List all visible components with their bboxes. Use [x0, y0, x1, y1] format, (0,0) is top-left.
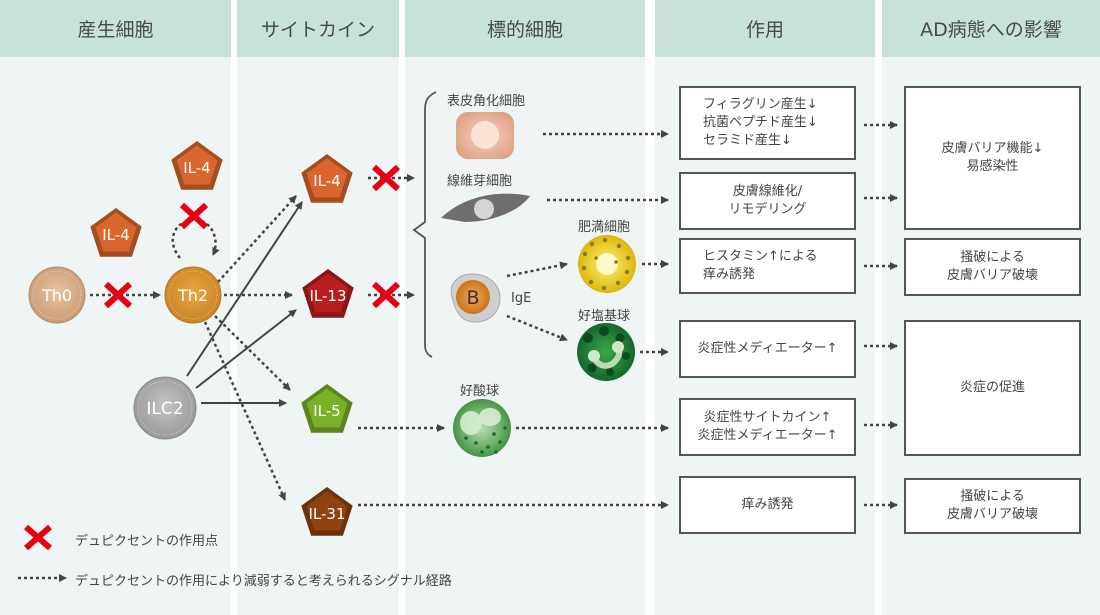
column-header: 作用 — [655, 0, 875, 57]
basophil-label: 好塩基球 — [578, 309, 631, 324]
legend-cross-label: デュピクセントの作用点 — [75, 534, 219, 549]
action-line: 痒み誘発 — [741, 497, 794, 512]
effect-box-barrier-function: 皮膚バリア機能↓ 易感染性 — [904, 86, 1081, 230]
action-line: 炎症性メディエーター↑ — [697, 341, 838, 356]
th2-label: Th2 — [177, 286, 208, 305]
fibroblast-label: 線維芽細胞 — [447, 174, 513, 189]
cytokine-label: IL-13 — [309, 287, 346, 305]
mast-cell — [578, 235, 636, 293]
column-header: 産生細胞 — [0, 0, 231, 57]
action-line: 皮膚線維化/ — [732, 184, 803, 199]
effect-box-inflammation: 炎症の促進 — [904, 320, 1081, 456]
eosinophil-cell — [453, 399, 511, 457]
cytokine-label: IL-31 — [308, 505, 345, 523]
th2-signal-arrows — [203, 195, 297, 501]
cytokine-target-arrows — [358, 174, 669, 509]
il13-cytokine-pentagon: IL-13 — [302, 269, 354, 318]
keratinocyte-cell — [456, 112, 514, 159]
effect-line: 皮膚バリア破壊 — [946, 507, 1038, 522]
target-brace — [412, 91, 437, 358]
cross-th0-th2 — [103, 281, 133, 309]
basophil-cell — [577, 323, 635, 381]
target-action-arrows — [506, 130, 669, 432]
column-header: サイトカイン — [237, 0, 399, 57]
action-line: 抗菌ペプチド産生↓ — [703, 115, 818, 130]
cross-il13-target — [371, 281, 401, 309]
th2-cell: Th2 — [164, 266, 222, 324]
action-effect-arrows — [864, 121, 898, 509]
ilc2-cell: ILC2 — [133, 376, 197, 440]
action-box-fibrosis: 皮膚線維化/ リモデリング — [679, 172, 856, 230]
action-line: 炎症性メディエーター↑ — [697, 428, 838, 443]
effect-line: 皮膚バリア破壊 — [946, 268, 1038, 283]
fibroblast-cell — [441, 193, 530, 222]
il5-cytokine-pentagon: IL-5 — [301, 384, 353, 433]
legend-dotted-label: デュピクセントの作用により減弱すると考えられるシグナル経路 — [75, 574, 452, 589]
eosinophil-label: 好酸球 — [460, 384, 500, 399]
column-header: AD病態への影響 — [882, 0, 1100, 57]
il4-th0-pentagon: IL-4 — [90, 208, 142, 257]
effect-line: 炎症の促進 — [959, 380, 1025, 395]
effect-box-scratch-barrier-2: 掻破による 皮膚バリア破壊 — [904, 478, 1081, 534]
ilc2-label: ILC2 — [146, 399, 183, 419]
cytokine-label: IL-5 — [313, 402, 340, 420]
action-line: 炎症性サイトカイン↑ — [703, 410, 832, 425]
cytokine-label: IL-4 — [313, 172, 340, 190]
effect-line: 易感染性 — [966, 159, 1019, 174]
effect-line: 皮膚バリア機能↓ — [941, 141, 1044, 156]
effect-line: 掻破による — [960, 489, 1025, 504]
action-box-itch: 痒み誘発 — [679, 476, 856, 534]
action-line: フィラグリン産生↓ — [703, 97, 818, 112]
cross-il4-autocrine — [179, 202, 209, 230]
action-box-barrier-production: フィラグリン産生↓ 抗菌ペプチド産生↓ セラミド産生↓ — [679, 86, 856, 160]
th0-cell: Th0 — [28, 266, 86, 324]
b-cell: B — [450, 273, 501, 323]
mast-cell-label: 肥満細胞 — [578, 220, 631, 235]
cross-il4-target — [371, 164, 401, 192]
action-line: 痒み誘発 — [703, 267, 756, 282]
il4-autocrine-pentagon: IL-4 — [171, 141, 223, 190]
keratinocyte-label: 表皮角化細胞 — [447, 94, 526, 109]
il4-cytokine-pentagon: IL-4 — [301, 154, 353, 203]
action-line: セラミド産生↓ — [703, 133, 792, 148]
action-box-inflammatory-cytokine: 炎症性サイトカイン↑ 炎症性メディエーター↑ — [679, 398, 856, 456]
column-header: 標的細胞 — [405, 0, 645, 57]
action-line: ヒスタミン↑による — [703, 249, 818, 264]
th0-label: Th0 — [41, 286, 72, 305]
cytokine-label: IL-4 — [183, 159, 210, 177]
action-line: リモデリング — [728, 202, 807, 217]
action-box-inflammatory-mediator: 炎症性メディエーター↑ — [679, 320, 856, 378]
legend-cross-icon — [24, 524, 52, 551]
column-target-cells: 標的細胞 — [405, 0, 645, 615]
il31-cytokine-pentagon: IL-31 — [301, 487, 353, 536]
cytokine-label: IL-4 — [102, 226, 129, 244]
effect-line: 掻破による — [960, 250, 1025, 265]
action-box-histamine-itch: ヒスタミン↑による 痒み誘発 — [679, 238, 856, 294]
b-cell-label: B — [466, 287, 479, 309]
il4-autocrine-loop — [171, 218, 220, 259]
effect-box-scratch-barrier-1: 掻破による 皮膚バリア破壊 — [904, 238, 1081, 296]
dupixent-action-points — [103, 164, 401, 309]
ige-label: IgE — [511, 291, 532, 306]
ilc2-signal-arrows — [186, 201, 303, 407]
